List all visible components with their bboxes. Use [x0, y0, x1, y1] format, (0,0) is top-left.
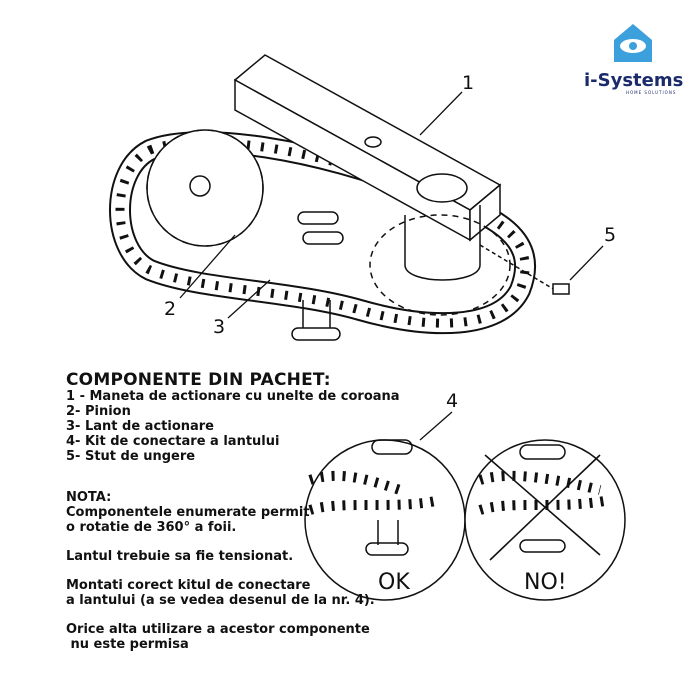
- components-list: 1 - Maneta de actionare cu unelte de cor…: [66, 389, 400, 464]
- chain-connecting-kit: [291, 211, 344, 341]
- component-item: 2- Pinion: [66, 404, 131, 419]
- detail-ok: [304, 439, 466, 601]
- callout-1: 1: [462, 72, 475, 94]
- callout-5: 5: [604, 224, 617, 246]
- notes-label: NOTA:: [66, 490, 112, 505]
- detail-wrong: [464, 439, 626, 601]
- leader-lines: [179, 91, 604, 441]
- cross-line: [484, 454, 601, 556]
- callout-4: 4: [446, 390, 459, 412]
- ok-label: OK: [378, 570, 410, 595]
- cross-line: [489, 454, 601, 561]
- component-item: 3- Lant de actionare: [66, 419, 215, 434]
- grease-nipple: [479, 244, 570, 295]
- note-line: Componentele enumerate permit: [66, 505, 310, 520]
- component-item: 4- Kit de conectare a lantului: [66, 434, 280, 449]
- note-line: a lantului (a se vedea desenul de la nr.…: [66, 593, 375, 608]
- callout-2: 2: [164, 298, 177, 320]
- note-line: Lantul trebuie sa fie tensionat.: [66, 549, 294, 564]
- component-item: 5- Stut de ungere: [66, 449, 196, 464]
- logo-tagline: HOME SOLUTIONS: [626, 90, 677, 95]
- note-line: nu este permisa: [66, 637, 189, 652]
- note-line: Montati corect kitul de conectare: [66, 578, 311, 593]
- note-line: o rotatie de 360° a foii.: [66, 520, 237, 535]
- component-item: 1 - Maneta de actionare cu unelte de cor…: [66, 389, 400, 404]
- crown-sprocket: [369, 214, 511, 316]
- logo-icon: [614, 24, 652, 62]
- note-line: Orice alta utilizare a acestor component…: [66, 622, 370, 637]
- logo-name: i-Systems: [584, 70, 684, 91]
- components-heading: COMPONENTE DIN PACHET:: [66, 370, 331, 390]
- pinion-sprocket: [146, 129, 264, 247]
- callout-3: 3: [213, 316, 226, 338]
- actuation-handle: [233, 54, 502, 281]
- wrong-label: NO!: [524, 570, 567, 595]
- notes-block: NOTA: Componentele enumerate permit o ro…: [66, 490, 375, 652]
